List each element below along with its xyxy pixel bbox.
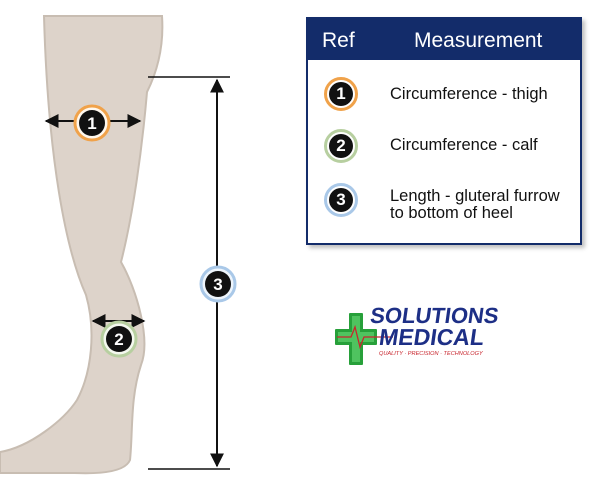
logo-heartbeat-icon (337, 324, 393, 350)
logo-cross-icon (335, 313, 377, 365)
legend-badge-2: 2 (324, 129, 358, 163)
marker-1: 1 (73, 104, 111, 142)
marker-2-label: 2 (114, 330, 123, 349)
legend-row-length-label: Length - gluteral furrow to bottom of he… (390, 187, 560, 222)
legend-badge-3-number: 3 (329, 188, 353, 212)
logo-line2: MEDICAL (378, 324, 486, 350)
marker-3-label: 3 (213, 275, 222, 294)
legend-badge-1-number: 1 (329, 82, 353, 106)
legend-header-ref: Ref (322, 29, 355, 52)
legend-header: Ref Measurement (308, 19, 580, 60)
marker-3: 3 (199, 265, 237, 303)
solutions-medical-logo: SOLUTIONS MEDICAL QUALITY · PRECISION · … (335, 303, 501, 365)
legend-row-thigh-label: Circumference - thigh (390, 85, 548, 103)
logo-line1: SOLUTIONS (369, 303, 501, 328)
legend-badge-1: 1 (324, 77, 358, 111)
legend-badge-2-number: 2 (329, 134, 353, 158)
leg-silhouette (0, 15, 164, 475)
legend-header-measurement: Measurement (414, 29, 543, 52)
marker-2: 2 (100, 320, 138, 358)
measurement-legend: Ref Measurement 1 Circumference - thigh … (306, 17, 582, 245)
logo-tagline: QUALITY · PRECISION · TECHNOLOGY (379, 351, 484, 357)
legend-row-calf-label: Circumference - calf (390, 136, 538, 154)
legend-badge-3: 3 (324, 183, 358, 217)
marker-1-label: 1 (87, 114, 96, 133)
